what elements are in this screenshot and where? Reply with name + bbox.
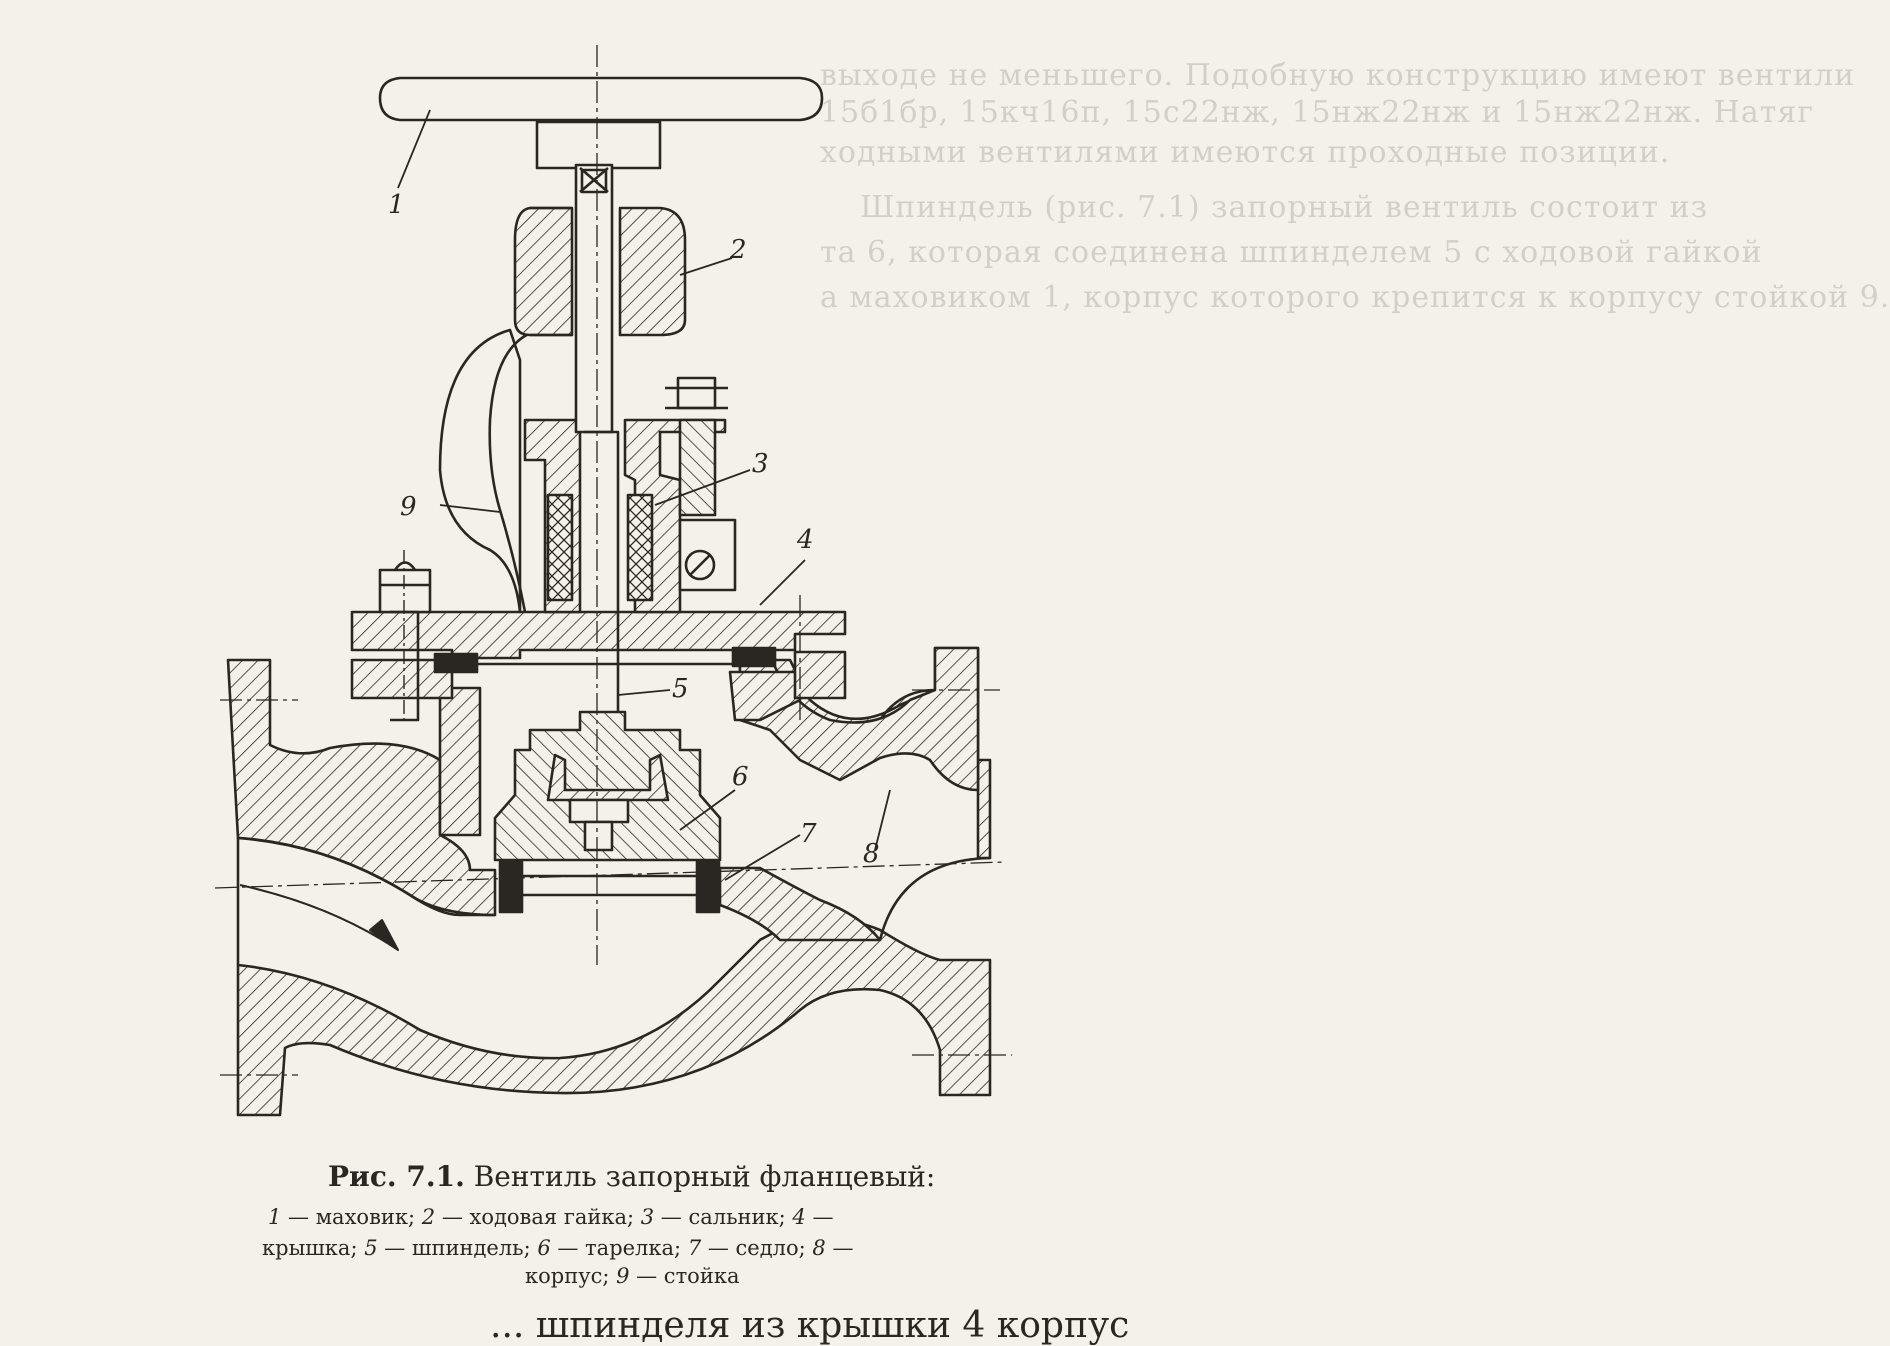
legend-num: 6 <box>537 1236 551 1260</box>
valve-drawing: 1 2 3 4 5 6 7 8 9 <box>214 45 1012 1117</box>
flow-arrow <box>239 884 399 951</box>
callout-8: 8 <box>863 839 880 869</box>
legend-line-1: 1 — маховик; 2 — ходовая гайка; 3 — саль… <box>268 1205 833 1229</box>
footer-text-fragment: ... шпинделя из крышки 4 корпус <box>490 1305 1130 1346</box>
legend-text: — ходовая гайка; <box>435 1205 641 1229</box>
legend-line-2: крышка; 5 — шпиндель; 6 — тарелка; 7 — с… <box>262 1236 853 1260</box>
legend-text: — тарелка; <box>550 1236 688 1260</box>
callout-4: 4 <box>796 525 814 555</box>
callout-6: 6 <box>732 762 749 792</box>
legend-text: — <box>805 1205 834 1229</box>
legend-num: 5 <box>364 1236 378 1260</box>
legend-num: 2 <box>421 1205 436 1229</box>
valve-disc <box>493 710 722 914</box>
legend-num: 7 <box>687 1236 702 1260</box>
legend-text: — седло; <box>701 1236 813 1260</box>
legend-num: 9 <box>616 1264 630 1288</box>
legend-num: 8 <box>812 1236 826 1260</box>
running-nut <box>513 206 687 337</box>
callout-2: 2 <box>729 235 747 265</box>
valve-body <box>226 646 992 1117</box>
legend-text: — сальник; <box>654 1205 793 1229</box>
legend-text: — маховик; <box>281 1205 422 1229</box>
figure-caption: Рис. 7.1. Вентиль запорный фланцевый: <box>328 1160 935 1193</box>
callout-7: 7 <box>800 819 817 849</box>
figure-title: Вентиль запорный фланцевый: <box>473 1160 936 1193</box>
legend-num: 4 <box>792 1205 806 1229</box>
legend-text: крышка; <box>262 1236 365 1260</box>
callout-5: 5 <box>672 674 689 704</box>
legend-num: 3 <box>640 1205 655 1229</box>
legend-text: — <box>825 1236 854 1260</box>
legend-text: — шпиндель; <box>377 1236 538 1260</box>
figure-number: Рис. 7.1. <box>328 1160 465 1193</box>
handwheel <box>378 76 824 170</box>
callout-3: 3 <box>752 449 769 479</box>
legend-line-3: корпус; 9 — стойка <box>525 1264 739 1288</box>
flange-bolt-left <box>378 550 432 722</box>
valve-bonnet <box>350 610 847 700</box>
centerlines <box>214 45 1012 1076</box>
callout-1: 1 <box>388 190 405 220</box>
callout-9: 9 <box>400 492 417 522</box>
callouts: 1 2 3 4 5 6 7 8 9 <box>388 190 880 869</box>
legend-text: корпус; <box>525 1264 617 1288</box>
legend-text: — стойка <box>629 1264 740 1288</box>
legend-num: 1 <box>268 1205 282 1229</box>
valve-yoke <box>438 328 737 614</box>
leader-lines <box>397 109 891 881</box>
